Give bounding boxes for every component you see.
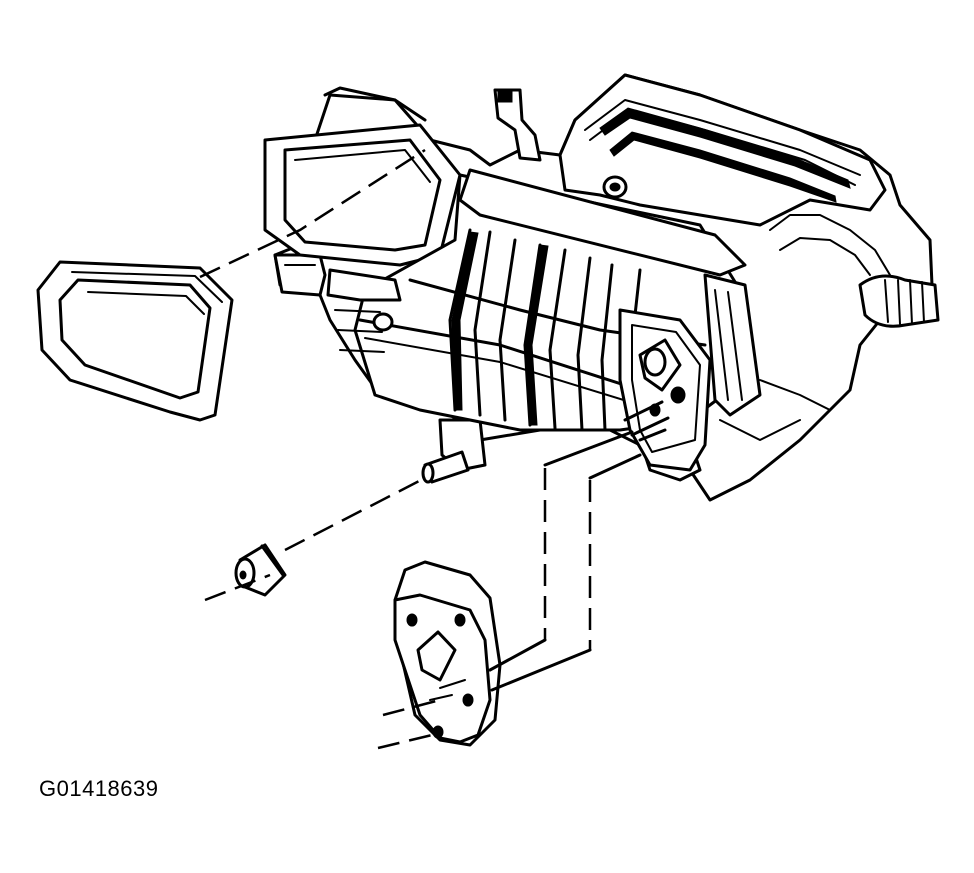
rubber-grommet [236, 545, 285, 595]
assembly-guide-lines [200, 150, 640, 748]
duct-seal [38, 262, 232, 420]
valve-gasket [395, 562, 500, 745]
valve-mounting-plate [620, 310, 710, 470]
duct-frame-upper [265, 125, 460, 265]
figure-id-label: G01418639 [39, 776, 159, 801]
mounting-stud [423, 452, 468, 482]
